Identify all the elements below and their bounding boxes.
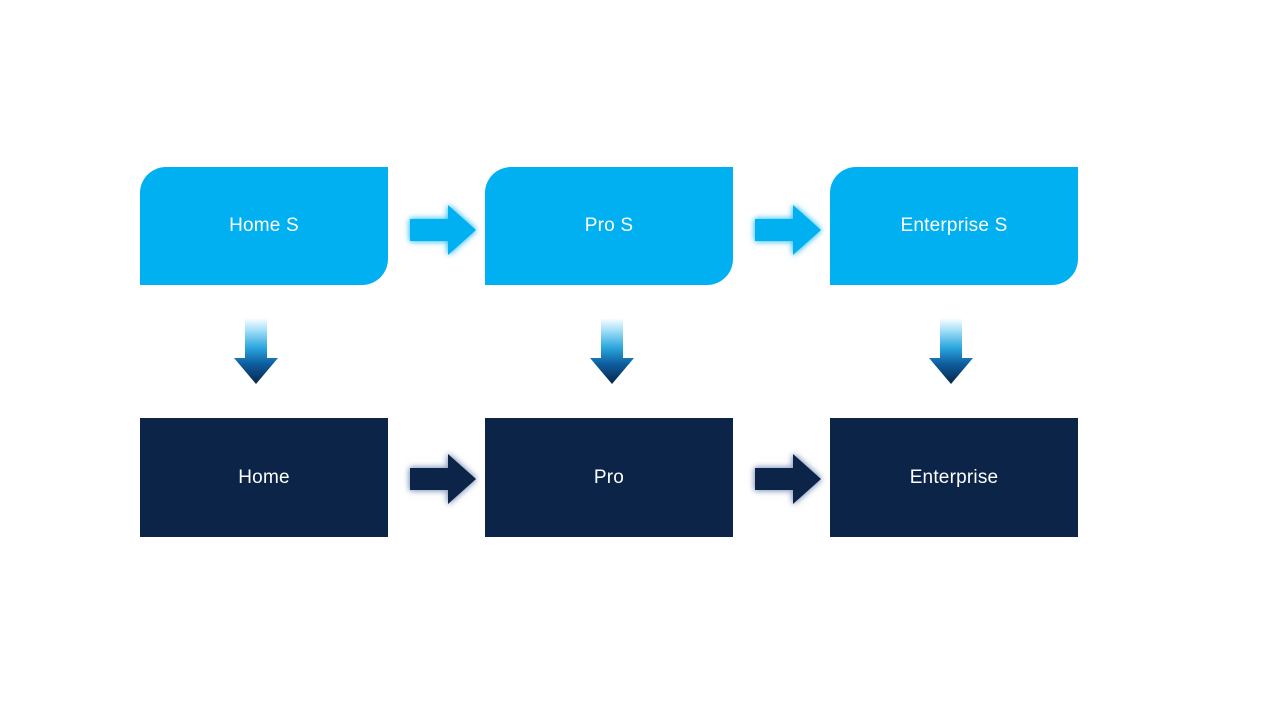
right-arrow-icon — [410, 205, 476, 255]
product-box-pro: Pro — [485, 418, 733, 537]
down-arrow-icon — [590, 318, 634, 384]
product-box-label: Enterprise — [909, 466, 999, 488]
right-arrow-icon — [755, 454, 821, 504]
stage-box-label: Home S — [229, 215, 299, 236]
product-box-enterprise: Enterprise — [830, 418, 1078, 537]
stage-box-home-s: Home S — [140, 167, 388, 285]
product-box-home: Home — [140, 418, 388, 537]
stage-box-label: Pro S — [584, 215, 634, 236]
product-box-label: Home — [238, 466, 290, 488]
right-arrow-icon — [755, 205, 821, 255]
stage-box-pro-s: Pro S — [485, 167, 733, 285]
stage-box-enterprise-s: Enterprise S — [830, 167, 1078, 285]
stage-box-label: Enterprise S — [900, 215, 1008, 236]
product-box-label: Pro — [593, 466, 625, 488]
down-arrow-icon — [234, 318, 278, 384]
right-arrow-icon — [410, 454, 476, 504]
down-arrow-icon — [929, 318, 973, 384]
